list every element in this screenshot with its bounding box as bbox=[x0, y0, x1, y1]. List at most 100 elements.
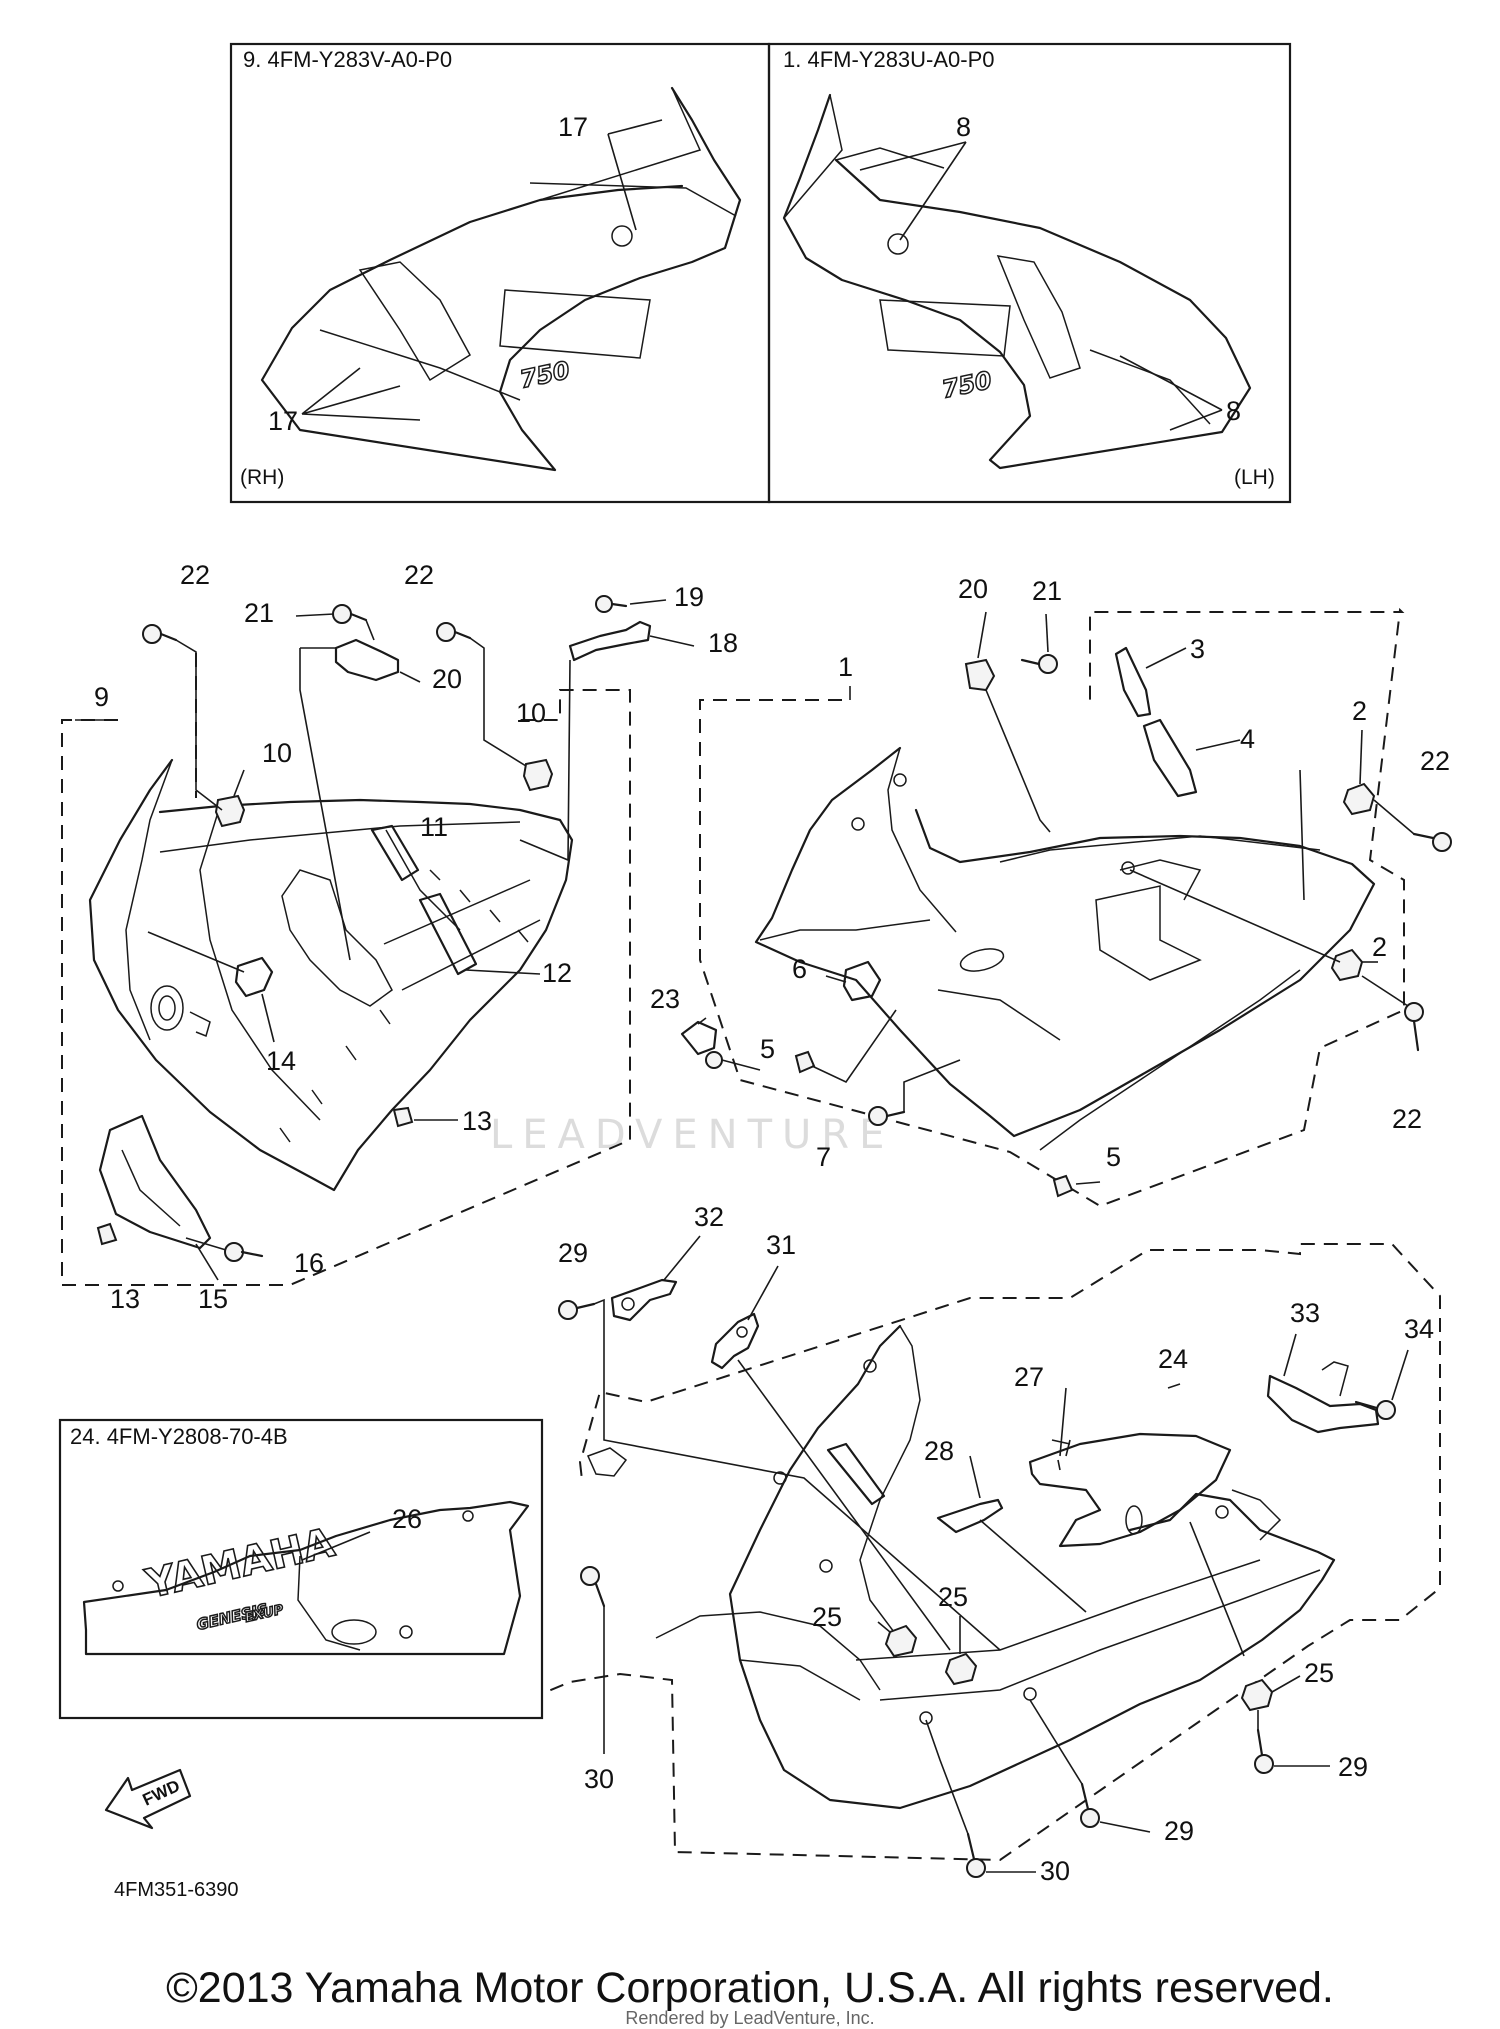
callout-30: 30 bbox=[584, 1764, 614, 1794]
callout-21: 21 bbox=[244, 598, 274, 628]
callout-17: 17 bbox=[558, 112, 588, 142]
callout-13: 13 bbox=[462, 1106, 492, 1136]
callout-4: 4 bbox=[1240, 724, 1255, 754]
watermark-text: LEADVENTURE bbox=[490, 1112, 894, 1158]
callout-14: 14 bbox=[266, 1046, 296, 1076]
fwd-arrow: FWD bbox=[104, 1768, 192, 1830]
rh-cowl-mounting-ribs bbox=[279, 869, 529, 1143]
callout-3: 3 bbox=[1190, 634, 1205, 664]
callout-11: 11 bbox=[420, 812, 448, 842]
callout-12: 12 bbox=[542, 958, 572, 988]
part-13-nut bbox=[96, 1222, 118, 1246]
callout-1: 1 bbox=[838, 652, 853, 682]
callout-23: 23 bbox=[650, 984, 680, 1014]
decal-box-lh-title: 1. 4FM-Y283U-A0-P0 bbox=[783, 47, 995, 72]
lh-cowl-decal-outline bbox=[782, 93, 1252, 470]
decal-box-rh-title: 9. 4FM-Y283V-A0-P0 bbox=[243, 47, 452, 72]
part-2-grommet bbox=[1330, 948, 1364, 982]
part-16-screw bbox=[224, 1242, 244, 1262]
callout-29: 29 bbox=[1338, 1752, 1368, 1782]
part-30-screw bbox=[580, 1566, 600, 1586]
copyright-notice: ©2013 Yamaha Motor Corporation, U.S.A. A… bbox=[166, 1964, 1334, 2012]
callout-5: 5 bbox=[760, 1034, 775, 1064]
callout-28: 28 bbox=[924, 1436, 954, 1466]
callout-24: 24 bbox=[1158, 1344, 1188, 1374]
callout-15: 15 bbox=[198, 1284, 228, 1314]
callout-10: 10 bbox=[262, 738, 292, 768]
part-11-rubber bbox=[370, 824, 420, 882]
part-2-grommet bbox=[1342, 782, 1376, 816]
callout-13: 13 bbox=[110, 1284, 140, 1314]
part-7-screw bbox=[868, 1106, 888, 1126]
part-25-grommet bbox=[944, 1652, 978, 1686]
under-cowl-decal-outline bbox=[82, 1500, 530, 1656]
callout-30: 30 bbox=[1040, 1856, 1070, 1886]
part-30-screw bbox=[966, 1858, 986, 1878]
part-25-grommet bbox=[1240, 1678, 1274, 1712]
callout-8: 8 bbox=[1226, 396, 1241, 426]
part-29-bolt bbox=[558, 1300, 578, 1320]
part-13-nut bbox=[392, 1106, 414, 1128]
part-6-clip bbox=[842, 960, 882, 1002]
rh-side-cowl-group: 9 14 11 12 13 13 bbox=[61, 560, 738, 1314]
callout-8: 8 bbox=[956, 112, 971, 142]
callout-32: 32 bbox=[694, 1202, 724, 1232]
callout-5: 5 bbox=[1106, 1142, 1121, 1172]
callout-22: 22 bbox=[404, 560, 434, 590]
callout-33: 33 bbox=[1290, 1298, 1320, 1328]
part-22-bolt bbox=[1432, 832, 1452, 852]
under-cowl-group: 24 27 28 25 25 25 bbox=[545, 1202, 1441, 1886]
part-21-screw bbox=[1038, 654, 1058, 674]
part-20-bracket bbox=[334, 638, 400, 682]
callout-10: 10 bbox=[516, 698, 546, 728]
part-15-inner-panel bbox=[98, 1114, 212, 1250]
callout-22: 22 bbox=[1420, 746, 1450, 776]
callout-22: 22 bbox=[180, 560, 210, 590]
callout-21: 21 bbox=[1032, 576, 1062, 606]
part-22-bolt bbox=[142, 624, 162, 644]
part-29-bolt bbox=[1080, 1808, 1100, 1828]
callout-20: 20 bbox=[432, 664, 462, 694]
fwd-label: FWD bbox=[140, 1776, 183, 1810]
callout-2: 2 bbox=[1372, 932, 1387, 962]
callout-26: 26 bbox=[392, 1504, 422, 1534]
rh-cowl-decal-outline bbox=[260, 86, 742, 472]
diagram-code: 4FM351-6390 bbox=[114, 1879, 239, 1901]
part-28-insulation-pad bbox=[936, 1498, 1004, 1534]
callout-29: 29 bbox=[1164, 1816, 1194, 1846]
part-23-fastener bbox=[680, 1020, 718, 1056]
rh-side-cowl bbox=[88, 758, 574, 1192]
callout-25: 25 bbox=[938, 1582, 968, 1612]
part-20-nut bbox=[964, 658, 996, 692]
lh-side-cowl bbox=[754, 746, 1376, 1138]
callout-16: 16 bbox=[294, 1248, 324, 1278]
callout-25: 25 bbox=[812, 1602, 842, 1632]
callout-7: 7 bbox=[816, 1142, 831, 1172]
part-19-nut bbox=[595, 595, 613, 613]
callout-29: 29 bbox=[558, 1238, 588, 1268]
decal-brand-logo: YAMAHA bbox=[141, 1520, 339, 1608]
part-22-bolt bbox=[436, 622, 456, 642]
decal-box-rh-side: (RH) bbox=[240, 466, 284, 489]
callout-25: 25 bbox=[1304, 1658, 1334, 1688]
decal-box-under-title: 24. 4FM-Y2808-70-4B bbox=[70, 1424, 288, 1449]
assembly-9-boundary bbox=[61, 689, 631, 1286]
part-10-grommet bbox=[214, 794, 246, 828]
part-33-bracket bbox=[1266, 1374, 1380, 1434]
lh-side-cowl-group: 1 20 21 3 4 2 22 bbox=[650, 574, 1452, 1208]
part-31-bracket bbox=[710, 1312, 760, 1370]
callout-27: 27 bbox=[1014, 1362, 1044, 1392]
rendered-by-notice: Rendered by LeadVenture, Inc. bbox=[625, 2008, 875, 2028]
callout-19: 19 bbox=[674, 582, 704, 612]
part-34-screw bbox=[1376, 1400, 1396, 1420]
part-10-grommet bbox=[522, 758, 554, 792]
part-5-nut bbox=[794, 1050, 816, 1074]
callout-2: 2 bbox=[1352, 696, 1367, 726]
callout-6: 6 bbox=[792, 954, 807, 984]
callout-31: 31 bbox=[766, 1230, 796, 1260]
callout-17: 17 bbox=[268, 406, 298, 436]
decal-box-under-cowl: 24. 4FM-Y2808-70-4B YAMAHA GENESIS EXUP … bbox=[58, 1418, 544, 1720]
part-12-rubber bbox=[418, 892, 478, 976]
lh-decal-model: 750 bbox=[939, 366, 994, 404]
